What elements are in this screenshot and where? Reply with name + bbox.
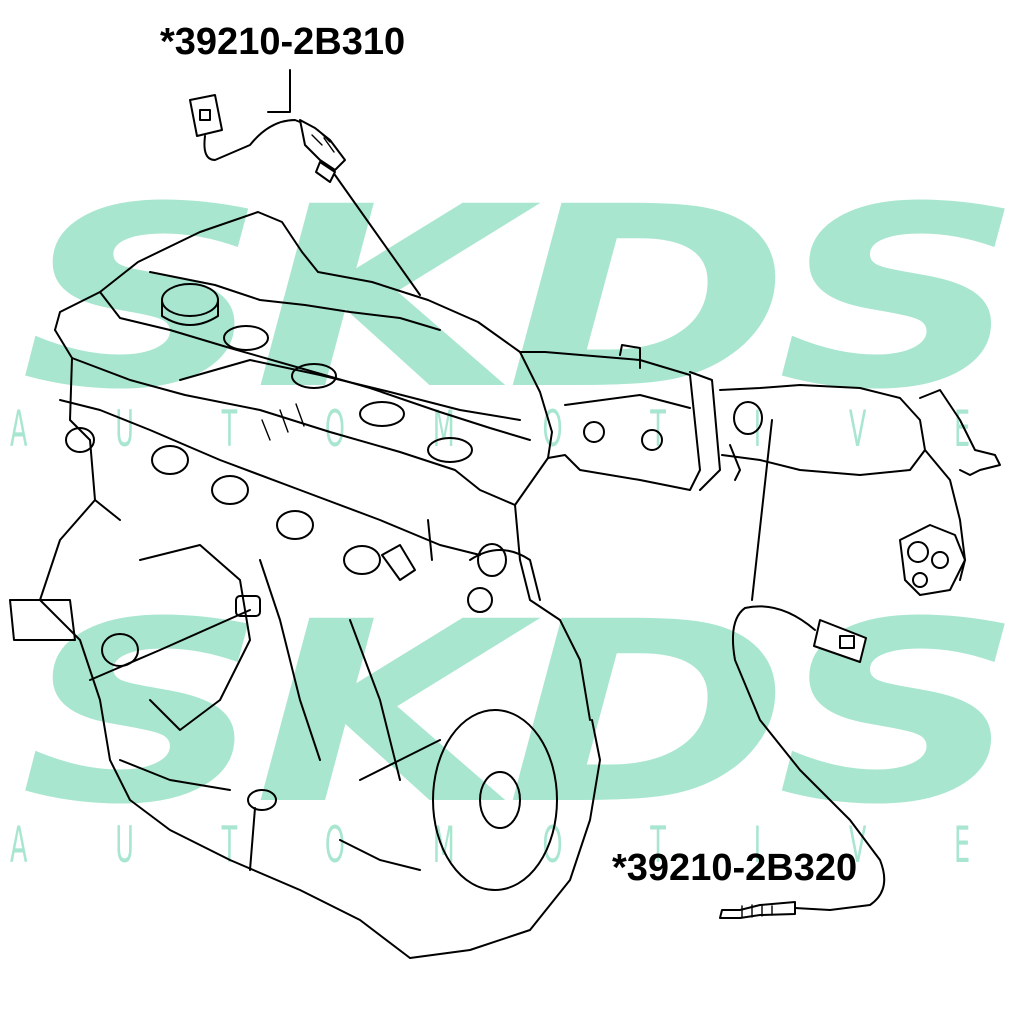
downstream-oxygen-sensor: [719, 419, 886, 919]
watermark: SKDS A U T O M O T I V E SKDS A U T O M …: [10, 153, 1020, 874]
exhaust-system: [519, 344, 1001, 596]
upstream-oxygen-sensor: [189, 94, 421, 296]
engine-drawing: [9, 211, 601, 959]
part-number-upstream: *39210-2B310: [160, 21, 405, 63]
valve-cover-outline: [54, 211, 553, 459]
part-number-downstream: *39210-2B320: [612, 847, 857, 889]
watermark-brand-bottom: SKDS: [20, 568, 1010, 859]
part-labels: *39210-2B310 *39210-2B320: [160, 21, 857, 889]
downstream-sensor-leader: [751, 419, 773, 601]
upstream-sensor-leader: [334, 174, 421, 296]
